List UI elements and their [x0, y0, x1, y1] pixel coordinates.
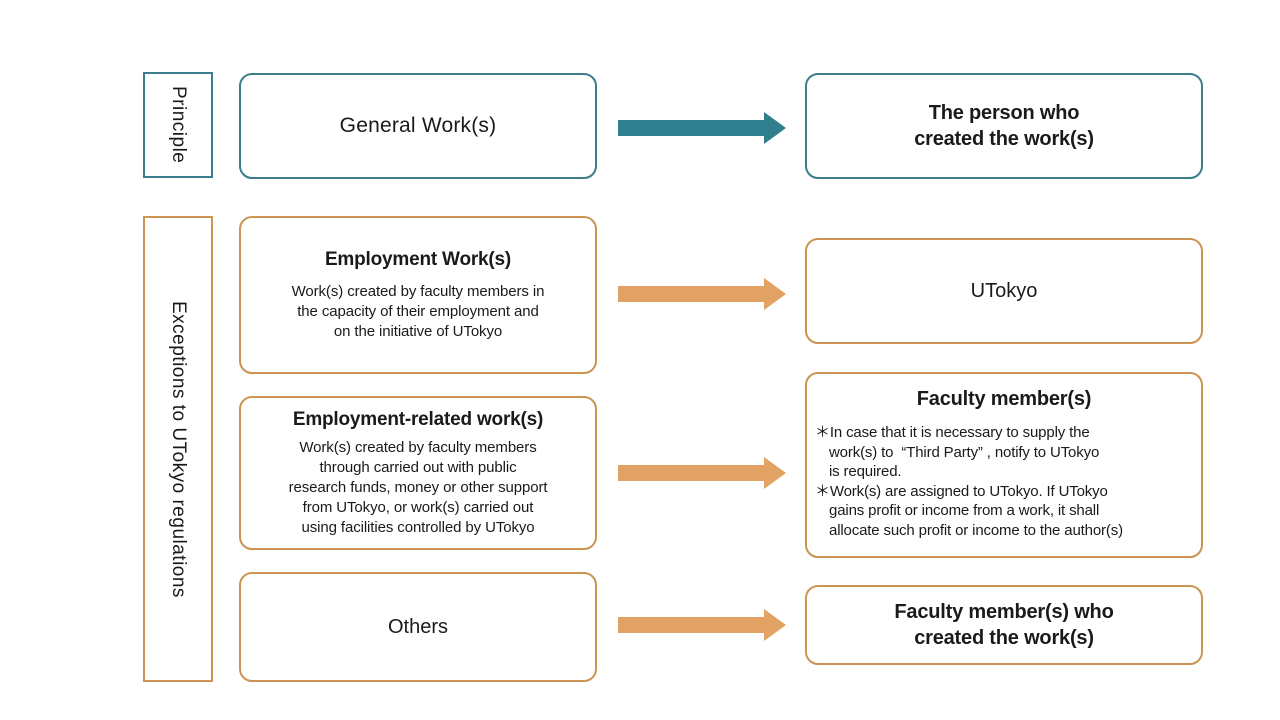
source-body-employment-works-line2: the capacity of their employment and — [297, 303, 539, 320]
source-body-employment-related-line3: research funds, money or other support — [288, 479, 548, 496]
target-title-creator-line1: The person who — [928, 102, 1080, 124]
note-2-line-1: ＊Work(s) are assigned to UTokyo. If UTok… — [815, 482, 1108, 500]
category-box-principle: Principle — [143, 72, 213, 178]
source-body-employment-related-line5: using facilities controlled by UTokyo — [301, 519, 535, 536]
target-title-faculty-creator-line2: created the work(s) — [914, 627, 1094, 649]
target-title-utokyo: UTokyo — [970, 280, 1038, 302]
source-box-general-works[interactable]: General Work(s) — [239, 73, 597, 179]
note-1-line-3: is required. — [829, 463, 902, 480]
arrow-right-orange-row2 — [618, 278, 786, 310]
note-2-line-3: allocate such profit or income to the au… — [829, 521, 1123, 539]
category-box-exceptions: Exceptions to UTokyo regulations — [143, 216, 213, 682]
source-title-general-works: General Work(s) — [339, 114, 497, 137]
note-1-line-1: ＊In case that it is necessary to supply … — [815, 424, 1090, 441]
target-notes-faculty-member: ＊In case that it is necessary to supply … — [815, 423, 1193, 540]
arrow-right-orange-row3 — [618, 457, 786, 489]
target-title-creator-line2: created the work(s) — [914, 128, 1094, 150]
source-box-others[interactable]: Others — [239, 572, 597, 682]
note-1-line-2: work(s) to “Third Party” , notify to UTo… — [829, 443, 1100, 461]
note-2-line-2: gains profit or income from a work, it s… — [829, 502, 1100, 519]
target-box-faculty-member[interactable]: Faculty member(s) ＊In case that it is ne… — [805, 372, 1203, 558]
source-body-employment-works-line1: Work(s) created by faculty members in — [291, 283, 545, 300]
source-box-employment-works[interactable]: Employment Work(s) Work(s) created by fa… — [239, 216, 597, 374]
target-title-faculty-member: Faculty member(s) — [916, 388, 1092, 410]
target-box-faculty-creator[interactable]: Faculty member(s) who created the work(s… — [805, 585, 1203, 665]
source-body-employment-works-line3: on the initiative of UTokyo — [333, 323, 503, 340]
target-title-faculty-creator-line1: Faculty member(s) who — [894, 601, 1114, 623]
source-body-employment-related-line1: Work(s) created by faculty members — [299, 439, 537, 456]
category-label-principle: Principle — [168, 86, 189, 164]
category-label-exceptions: Exceptions to UTokyo regulations — [168, 300, 189, 598]
arrow-right-orange-row4 — [618, 609, 786, 641]
source-box-employment-related-works[interactable]: Employment-related work(s) Work(s) creat… — [239, 396, 597, 550]
source-body-employment-related-line2: through carried out with public — [319, 459, 517, 476]
source-title-employment-works: Employment Work(s) — [324, 249, 512, 270]
source-title-employment-related-works: Employment-related work(s) — [292, 409, 544, 430]
source-title-others: Others — [387, 616, 449, 638]
source-body-employment-related-line4: from UTokyo, or work(s) carried out — [302, 499, 534, 516]
target-box-creator[interactable]: The person who created the work(s) — [805, 73, 1203, 179]
target-box-utokyo[interactable]: UTokyo — [805, 238, 1203, 344]
arrow-right-teal-row1 — [618, 112, 786, 144]
